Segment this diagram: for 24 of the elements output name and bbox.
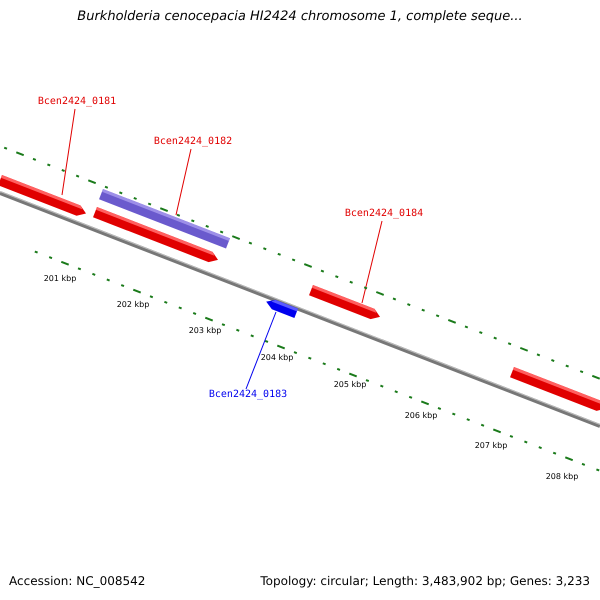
tick-label: 204 kbp	[260, 354, 294, 363]
gene-label: Bcen2424_0184	[344, 208, 424, 219]
gene-arrow	[309, 285, 380, 320]
footer-text: Topology: circular; Length: 3,483,902 bp; Genes: 3,233	[260, 575, 590, 588]
gene-arrow	[0, 175, 86, 216]
tick-label: 206 kbp	[404, 412, 438, 421]
tick-label: 202 kbp	[116, 301, 150, 310]
gene-label: Bcen2424_0182	[154, 136, 232, 147]
gene-label: Bcen2424_0183	[208, 389, 288, 400]
gene-arrow	[510, 367, 600, 411]
gene-arrow	[266, 300, 298, 318]
leader-line	[246, 312, 276, 390]
gene-label: Bcen2424_0181	[38, 96, 116, 107]
tick-label: 207 kbp	[474, 442, 508, 451]
leader-line	[176, 148, 192, 216]
tick-label: 205 kbp	[334, 381, 366, 390]
title: Burkholderia cenocepacia HI2424 chromosome 1, complete seque...	[77, 10, 523, 24]
tick-label: 203 kbp	[188, 327, 222, 336]
leader-line	[362, 220, 382, 304]
footer-text: Accession: NC_008542	[9, 575, 146, 588]
tick-label: 208 kbp	[546, 473, 578, 482]
tick-label: 201 kbp	[44, 275, 76, 284]
gene-arrow	[93, 207, 218, 262]
leader-line	[62, 108, 76, 196]
